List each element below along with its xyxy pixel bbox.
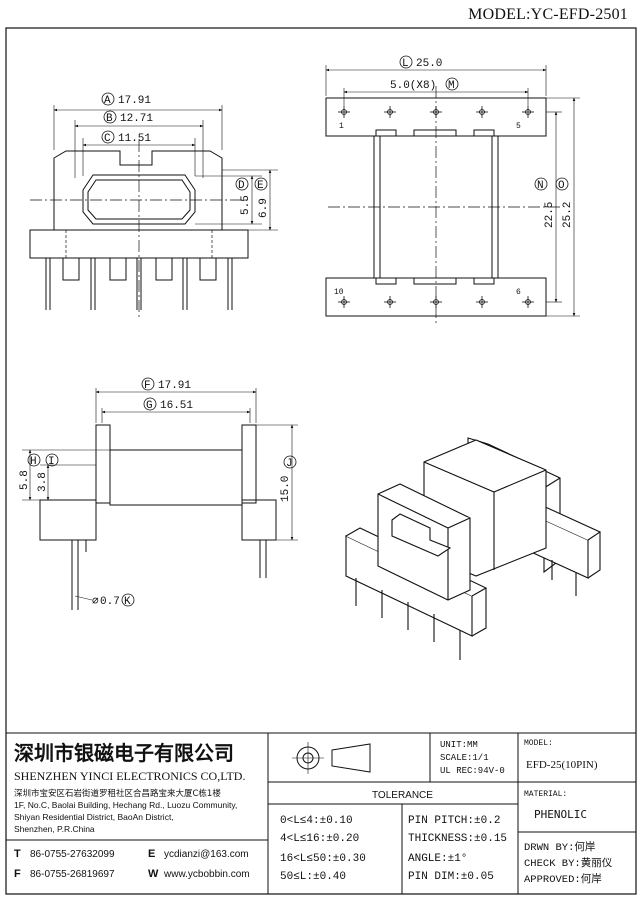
dim-o-value: 25.2 [562,202,574,228]
dim-f-value: 17.91 [158,380,191,392]
dim-j-letter: J [286,458,293,470]
email-label: E [148,848,155,860]
dim-c-value: 11.51 [118,133,151,145]
model-title: MODEL:YC-EFD-2501 [468,6,628,23]
tolerance-row-3: 16<L≤50:±0.30 [280,853,366,865]
checked-by: CHECK BY:黄丽仪 [524,856,613,870]
dim-f-letter: F [144,380,151,392]
dim-a-letter: A [104,95,111,107]
pin-dim-tolerance: PIN DIM:±0.05 [408,871,494,883]
pin-label-1: 1 [339,122,344,131]
fax-label: F [14,868,21,880]
dim-d-value: 5.5 [240,195,252,215]
pin-label-10: 10 [334,288,344,297]
pin-pitch-tolerance: PIN PITCH:±0.2 [408,815,500,827]
website-value: www.ycbobbin.com [163,869,250,880]
address-en-1: 1F, No.C, Baolai Building, Hechang Rd., … [14,800,237,810]
address-cn: 深圳市宝安区石岩街道罗租社区合昌路宝来大厦C栋1楼 [14,788,221,799]
dim-n-value: 22.5 [544,202,556,228]
dim-l-letter: L [402,58,409,70]
dim-d-bubble [235,177,249,191]
tolerance-title: TOLERANCE [372,790,433,801]
unit-text: UNIT:MM [440,740,478,750]
approved-by: APPROVED:何岸 [524,872,602,886]
address-en-2: Shiyan Residential District, BaoAn Distr… [14,812,174,822]
tolerance-row-2: 4<L≤16:±0.20 [280,833,359,845]
isometric-view [345,437,602,660]
pin-label-6: 6 [516,288,521,297]
dim-j-value: 15.0 [280,476,292,502]
dim-d-letter: D [238,180,245,192]
dim-g-letter: G [146,400,153,412]
dim-e-letter: E [257,180,264,192]
email-value: ycdianzi@163.com [164,849,249,860]
material-label: MATERIAL: [524,790,567,799]
thickness-tolerance: THICKNESS:±0.15 [408,833,507,845]
company-name-en: SHENZHEN YINCI ELECTRONICS CO,LTD. [14,769,245,783]
front-view-labels: A 17.91 B 12.71 C 11.51 D E 5.5 6.9 [101,92,270,218]
phone-value: 86-0755-27632099 [30,849,115,860]
material-value: PHENOLIC [534,808,587,821]
dim-k-value: 0.7 [100,596,120,608]
dim-o-letter: O [558,180,565,192]
dim-e-bubble [254,177,268,191]
dim-h-value: 5.8 [19,470,31,490]
angle-tolerance: ANGLE:±1° [408,853,467,865]
dim-c-bubble [101,130,115,144]
dim-i-letter: I [48,456,55,468]
dim-e-value: 6.9 [258,198,270,218]
dim-l-value: 25.0 [416,58,442,70]
pin-label-5: 5 [516,122,521,131]
pin-markers [338,106,534,308]
dim-a-bubble [101,92,115,106]
model-label: MODEL: [524,739,553,748]
top-view-labels: L 25.0 5.0(X8) M N O 22.5 25.2 1 5 10 6 [334,55,574,297]
front-view [29,105,278,320]
drawn-by: DRWN BY:何岸 [524,840,595,854]
website-label: W [148,868,159,880]
side-view-labels: F 17.91 G 16.51 H I 5.8 3.8 J 15.0 ⌀ 0.7… [19,377,297,608]
address-en-3: Shenzhen, P.R.China [14,824,95,834]
dim-n-letter: N [537,180,544,192]
phone-label: T [14,848,21,860]
dim-k-symbol: ⌀ [92,596,99,608]
dim-g-value: 16.51 [160,400,193,412]
fax-value: 86-0755-26819697 [30,869,115,880]
dim-h-letter: H [30,456,37,468]
dim-m-letter: M [448,80,455,92]
dim-a-value: 17.91 [118,95,151,107]
ul-text: UL REC:94V-0 [440,766,505,776]
side-view [22,388,298,610]
title-block [6,732,636,894]
title-block-text: 深圳市银磁电子有限公司 SHENZHEN YINCI ELECTRONICS C… [14,739,613,886]
dim-i-value: 3.8 [37,472,49,492]
dim-b-value: 12.71 [120,113,153,125]
dim-m-value: 5.0(X8) [390,80,436,92]
tolerance-row-4: 50≤L:±0.40 [280,871,346,883]
dim-c-letter: C [104,133,111,145]
model-value: EFD-25(10PIN) [526,759,598,771]
dim-b-letter: B [106,113,113,125]
dim-k-letter: K [124,596,131,608]
tolerance-row-1: 0<L≤4:±0.10 [280,815,353,827]
company-name-cn: 深圳市银磁电子有限公司 [14,741,234,765]
dim-b-bubble [103,110,117,124]
scale-text: SCALE:1/1 [440,753,489,763]
top-view [325,65,580,326]
